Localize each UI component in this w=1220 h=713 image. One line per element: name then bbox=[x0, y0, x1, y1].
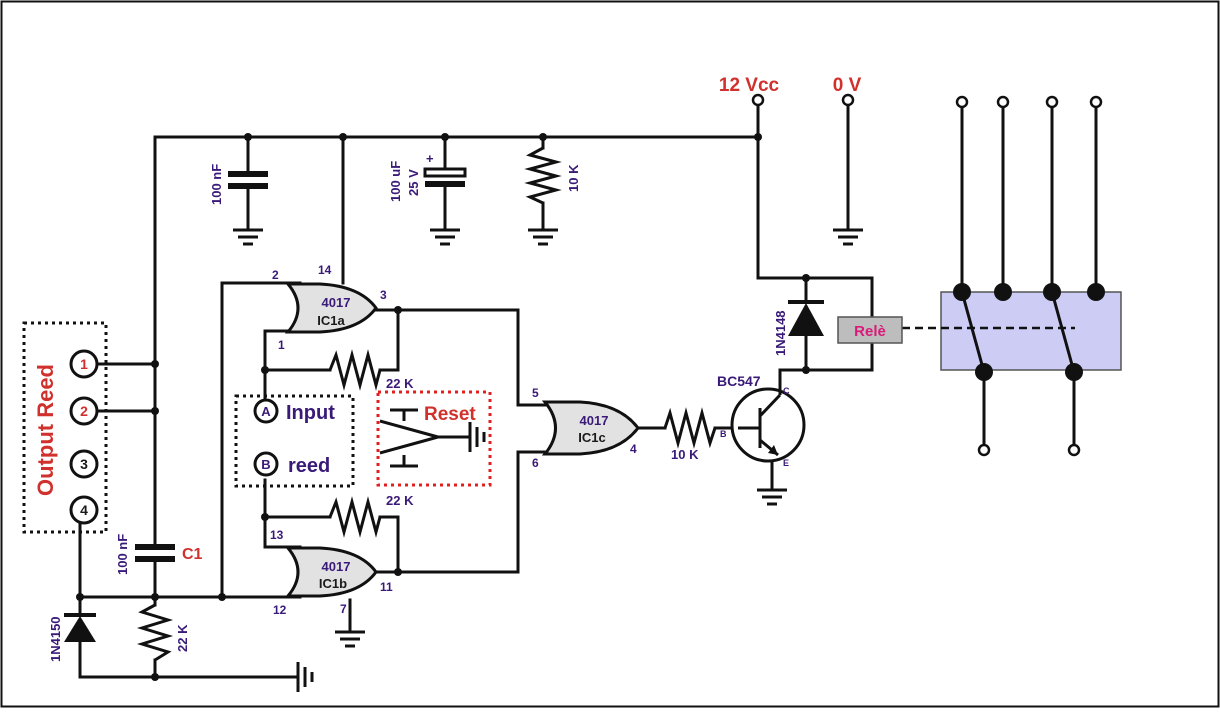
resistor-lower-label: 22 K bbox=[386, 493, 414, 508]
resistor-bottom-label: 22 K bbox=[175, 624, 190, 652]
transistor-body bbox=[730, 387, 806, 463]
c1-value: 100 nF bbox=[115, 534, 130, 575]
diode-relay-label: 1N4148 bbox=[773, 310, 788, 356]
relay-junctions bbox=[953, 283, 1105, 381]
resistor-upper bbox=[328, 349, 382, 391]
ground-1 bbox=[233, 228, 263, 246]
ground-2 bbox=[430, 228, 460, 246]
resistor-top bbox=[524, 146, 562, 205]
relay-label: Relè bbox=[854, 323, 886, 340]
connector-pin-4: 4 bbox=[80, 502, 88, 518]
ic1a-name: IC1a bbox=[317, 313, 345, 328]
gate-ic1b bbox=[284, 546, 378, 598]
ground-8 bbox=[468, 422, 486, 452]
ground-3 bbox=[528, 228, 558, 246]
gate-ic1a bbox=[284, 282, 378, 334]
output-reed-box bbox=[22, 321, 108, 534]
diode-relay-body bbox=[788, 303, 824, 336]
resistor-bottom bbox=[136, 603, 174, 662]
resistor-lower bbox=[328, 496, 382, 538]
connector-pin-1: 1 bbox=[80, 356, 88, 372]
ground-7 bbox=[296, 662, 314, 692]
connector-pin-2: 2 bbox=[80, 403, 88, 419]
ic1b-name: IC1b bbox=[319, 576, 347, 591]
junction-dots bbox=[76, 133, 810, 681]
transistor-pin-b: B bbox=[720, 429, 727, 439]
resistor-top-label: 10 K bbox=[566, 164, 581, 192]
transistor-name: BC547 bbox=[717, 373, 761, 389]
ic1a-pin-3: 3 bbox=[380, 288, 387, 302]
ic1a-part: 4017 bbox=[322, 295, 351, 310]
ic1c-pin-6: 6 bbox=[532, 456, 539, 470]
ic1a-pin-2: 2 bbox=[272, 268, 279, 282]
ic1a-pin-1: 1 bbox=[278, 338, 285, 352]
cap-elec-plus-plate bbox=[423, 167, 467, 178]
resistor-upper-label: 22 K bbox=[386, 376, 414, 391]
resistor-shapes bbox=[136, 146, 717, 662]
reset-switch bbox=[379, 408, 439, 468]
ground-4 bbox=[833, 228, 863, 246]
ic1b-pin-12: 12 bbox=[273, 603, 287, 617]
resistor-base-label: 10 K bbox=[671, 447, 699, 462]
input-a-circle bbox=[253, 398, 279, 424]
diode-input-label: 1N4150 bbox=[48, 616, 63, 662]
ic1c-pin-4: 4 bbox=[630, 442, 637, 456]
input-b-letter: B bbox=[261, 457, 270, 472]
reset-label: Reset bbox=[424, 404, 476, 425]
cap-top-label: 100 nF bbox=[209, 164, 224, 205]
input-a-label: Input bbox=[286, 402, 335, 424]
cap-elec-plus: + bbox=[426, 151, 434, 166]
terminal-dots bbox=[751, 93, 1103, 457]
input-b-label: reed bbox=[288, 455, 330, 477]
gate-ic1c bbox=[541, 400, 640, 456]
ground-5 bbox=[335, 630, 365, 648]
input-reed-box bbox=[234, 394, 355, 488]
ic1a-pin-14: 14 bbox=[318, 263, 332, 277]
input-a-letter: A bbox=[261, 404, 271, 419]
gnd-label: 0 V bbox=[833, 75, 862, 96]
c1-name: C1 bbox=[182, 546, 203, 563]
relay-coil bbox=[837, 316, 903, 344]
cap-elec-voltage: 25 V bbox=[406, 169, 421, 196]
reset-box bbox=[376, 390, 492, 487]
resistor-base bbox=[663, 407, 717, 449]
input-b-circle bbox=[253, 451, 279, 477]
connector-pin-3: 3 bbox=[80, 456, 88, 472]
vcc-label: 12 Vcc bbox=[719, 75, 780, 96]
transistor-pin-e: E bbox=[783, 458, 789, 468]
ic1c-part: 4017 bbox=[580, 413, 609, 428]
ic1b-pin-7: 7 bbox=[340, 602, 347, 616]
ic1c-name: IC1c bbox=[578, 430, 605, 445]
ic1b-pin-11: 11 bbox=[380, 580, 393, 594]
diode-input-body bbox=[64, 616, 96, 642]
ground-symbols bbox=[233, 228, 863, 692]
ground-6 bbox=[757, 488, 787, 506]
ic1c-pin-5: 5 bbox=[532, 386, 539, 400]
relay-contact-box bbox=[940, 291, 1122, 371]
ic1b-pin-13: 13 bbox=[270, 528, 284, 542]
cap-elec-value: 100 uF bbox=[388, 161, 403, 202]
connector-pins bbox=[69, 349, 99, 525]
ic1b-part: 4017 bbox=[322, 559, 351, 574]
cap-top-plates bbox=[135, 171, 268, 562]
connector-title: Output Reed bbox=[33, 364, 58, 496]
transistor-pin-c: C bbox=[783, 386, 790, 396]
